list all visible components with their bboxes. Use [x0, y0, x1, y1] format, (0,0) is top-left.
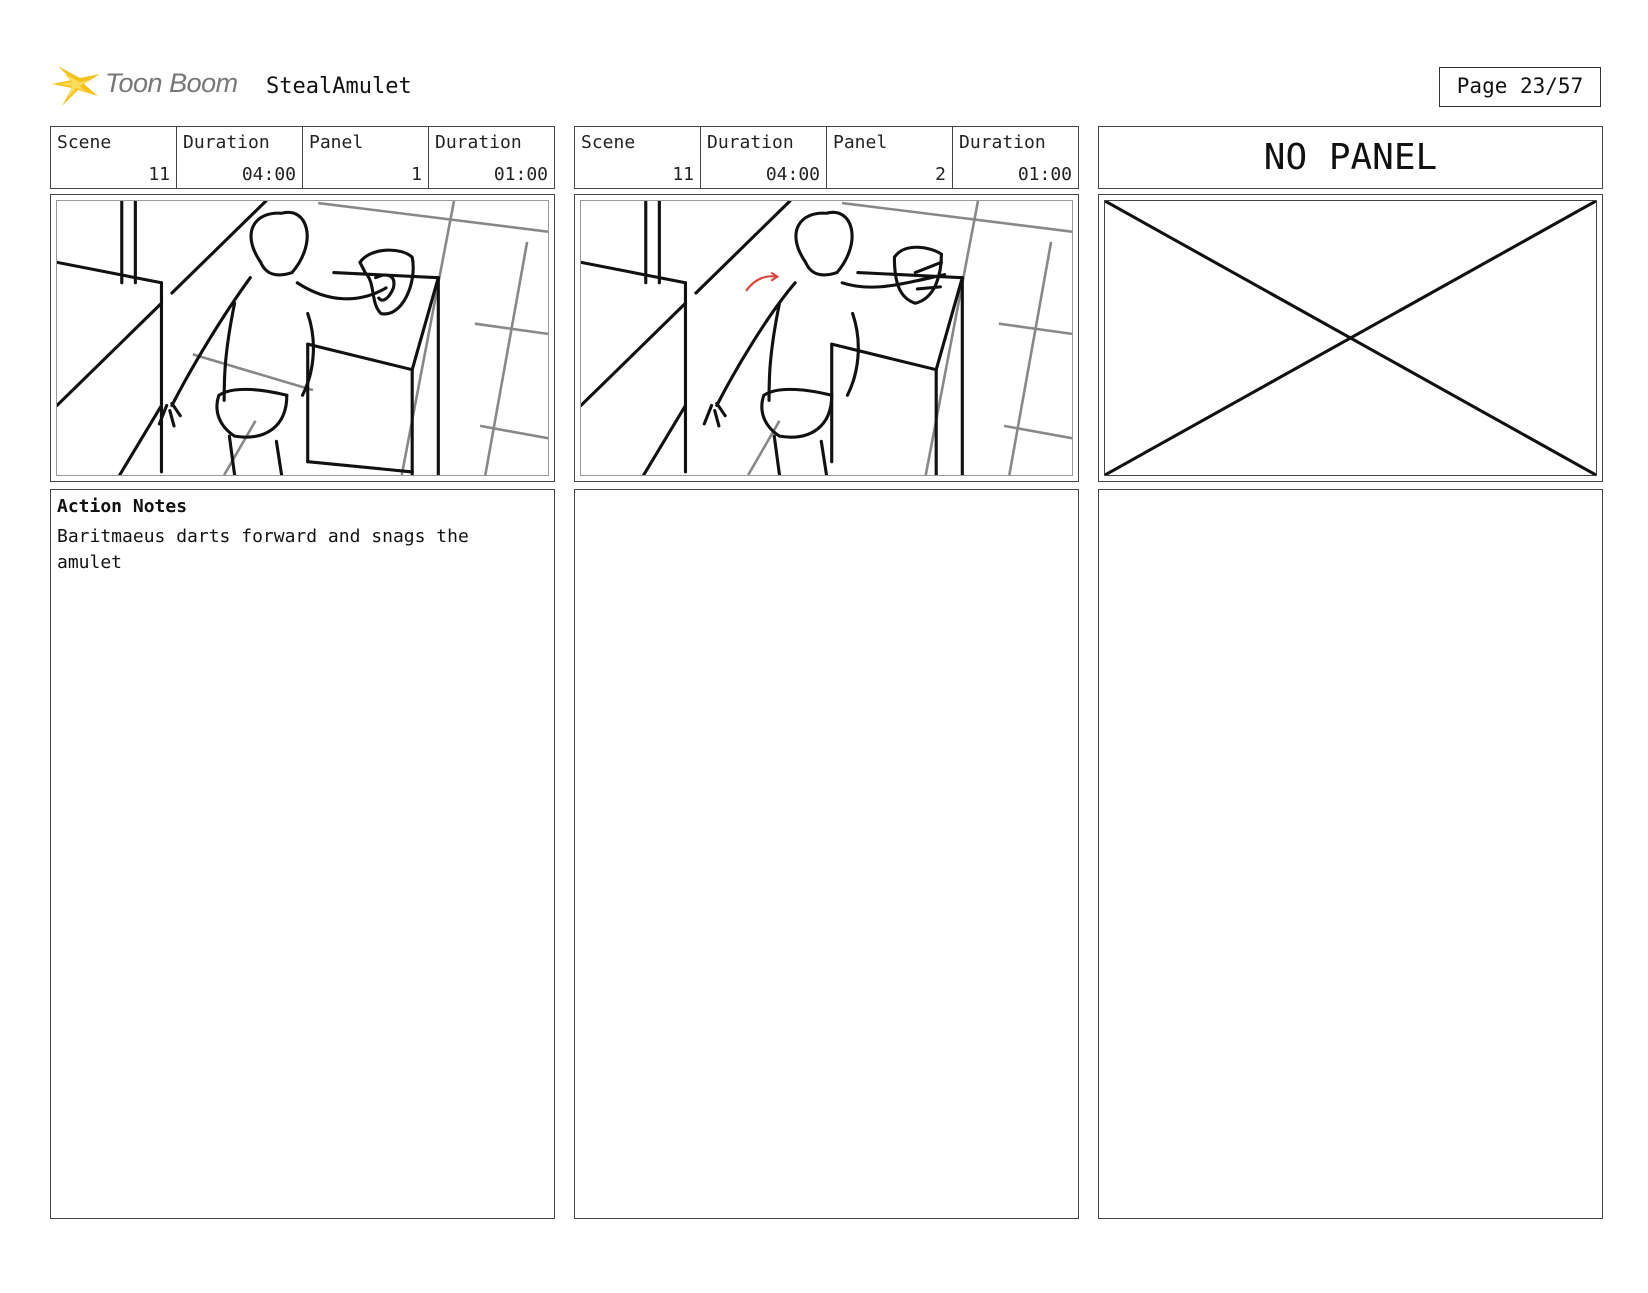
scene-value: 11: [672, 164, 694, 185]
page-header: Toon Boom StealAmulet Page 23/57: [50, 58, 1601, 112]
scene-duration-cell: Duration 04:00: [177, 127, 303, 188]
scene-duration-cell: Duration 04:00: [701, 127, 827, 188]
panel-column-3: NO PANEL: [1098, 126, 1603, 1219]
panel-frame: [1098, 194, 1603, 482]
scene-duration-value: 04:00: [765, 164, 820, 185]
duration-label: Duration: [959, 132, 1046, 153]
panel-column-2: Scene 11 Duration 04:00 Panel 2 Duration…: [574, 126, 1079, 1219]
notes-text: Baritmaeus darts forward and snags the a…: [57, 526, 469, 573]
panel-info-bar: Scene 11 Duration 04:00 Panel 1 Duration…: [50, 126, 555, 189]
cross-placeholder-icon: [1105, 201, 1596, 475]
sketch-image: [56, 200, 549, 476]
panel-column-1: Scene 11 Duration 04:00 Panel 1 Duration…: [50, 126, 555, 1219]
storyboard-sketch-2: [581, 201, 1072, 475]
empty-panel-placeholder: [1104, 200, 1597, 476]
panel-label: Panel: [309, 132, 364, 153]
logo-text: Toon Boom: [105, 68, 238, 98]
project-title: StealAmulet: [266, 74, 412, 99]
action-notes-box: [574, 489, 1079, 1219]
storyboard-sketch-1: [57, 201, 548, 475]
duration-label: Duration: [707, 132, 794, 153]
panel-label: Panel: [833, 132, 888, 153]
panel-info-bar: NO PANEL: [1098, 126, 1603, 189]
notes-title: Action Notes: [57, 496, 188, 517]
panel-duration-value: 01:00: [1017, 164, 1072, 185]
starburst-icon: [52, 66, 100, 106]
action-notes-box: [1098, 489, 1603, 1219]
scene-duration-value: 04:00: [241, 164, 296, 185]
panel-frame: [574, 194, 1079, 482]
page-number: Page 23/57: [1439, 67, 1601, 107]
panel-duration-cell: Duration 01:00: [953, 127, 1078, 188]
sketch-image: [580, 200, 1073, 476]
panel-duration-value: 01:00: [493, 164, 548, 185]
panel-cell: Panel 2: [827, 127, 953, 188]
panel-value: 2: [935, 164, 946, 185]
panel-value: 1: [411, 164, 422, 185]
toon-boom-logo: Toon Boom: [50, 58, 250, 112]
action-notes-box: Action Notes Baritmaeus darts forward an…: [50, 489, 555, 1219]
duration-label: Duration: [435, 132, 522, 153]
scene-cell: Scene 11: [51, 127, 177, 188]
panel-cell: Panel 1: [303, 127, 429, 188]
no-panel-label: NO PANEL: [1263, 137, 1438, 178]
scene-cell: Scene 11: [575, 127, 701, 188]
scene-label: Scene: [581, 132, 636, 153]
panel-frame: [50, 194, 555, 482]
duration-label: Duration: [183, 132, 270, 153]
scene-label: Scene: [57, 132, 112, 153]
scene-value: 11: [148, 164, 170, 185]
panel-duration-cell: Duration 01:00: [429, 127, 554, 188]
panel-info-bar: Scene 11 Duration 04:00 Panel 2 Duration…: [574, 126, 1079, 189]
